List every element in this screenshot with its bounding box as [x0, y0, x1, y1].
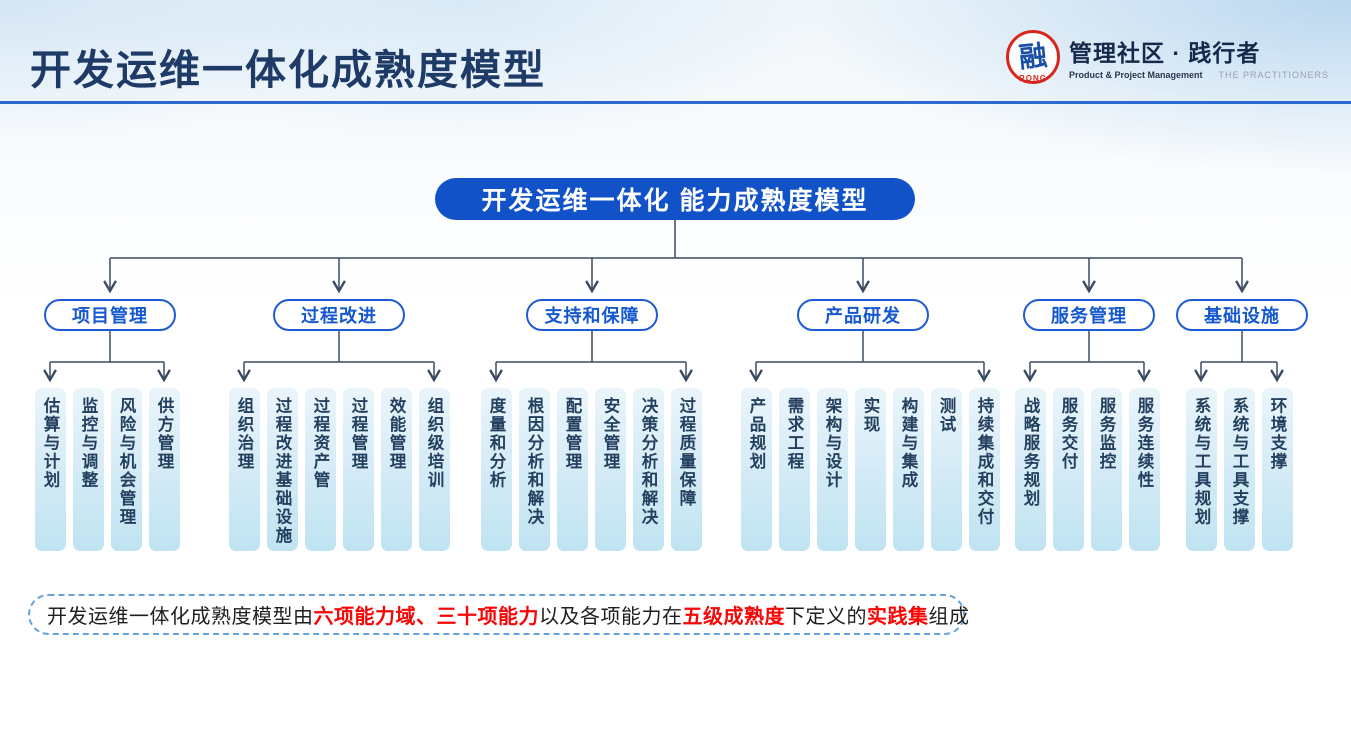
capability-box: 安全管理	[594, 388, 626, 551]
capability-box: 测试	[930, 388, 962, 551]
capability-label: 过程资产管	[311, 397, 329, 490]
capability-label: 持续集成和交付	[975, 397, 993, 527]
capability-label: 根因分析和解决	[525, 397, 543, 527]
capability-label: 组织级培训	[425, 397, 443, 490]
capability-label: 实现	[861, 397, 879, 434]
capability-label: 配置管理	[563, 397, 581, 471]
capability-label: 产品规划	[747, 397, 765, 471]
title-underline	[0, 101, 1351, 104]
brand-text: 管理社区 · 践行者 Product & Project Management …	[1069, 34, 1329, 80]
category-pill: 支持和保障	[526, 299, 658, 331]
capability-box: 环境支撑	[1261, 388, 1293, 551]
capability-label: 战略服务规划	[1021, 397, 1039, 508]
capability-label: 度量和分析	[487, 397, 505, 490]
capability-box: 构建与集成	[892, 388, 924, 551]
page-title: 开发运维一体化成熟度模型	[30, 47, 546, 93]
capability-box: 实现	[854, 388, 886, 551]
capability-label: 过程质量保障	[677, 397, 695, 508]
capability-label: 测试	[937, 397, 955, 434]
footer-highlight: 实践集	[867, 606, 929, 628]
footer-highlight: 六项能力域	[313, 606, 416, 628]
logo-symbol: 融	[1017, 39, 1049, 74]
capability-label: 安全管理	[601, 397, 619, 471]
footer-highlight: 、	[416, 606, 437, 628]
capability-box: 配置管理	[556, 388, 588, 551]
capability-box: 产品规划	[740, 388, 772, 551]
brand-subtitles: Product & Project Management THE PRACTIT…	[1069, 70, 1329, 80]
brand-subtitle-cn-dept: Product & Project Management	[1068, 70, 1203, 80]
root-node-label: 开发运维一体化 能力成熟度模型	[481, 187, 869, 215]
capability-label: 风险与机会管理	[117, 397, 135, 527]
capability-box: 供方管理	[148, 388, 180, 551]
capability-box: 监控与调整	[72, 388, 104, 551]
capability-box: 估算与计划	[34, 388, 66, 551]
capability-box: 组织治理	[228, 388, 260, 551]
capability-box: 过程管理	[342, 388, 374, 551]
category-pill: 项目管理	[44, 299, 176, 331]
capability-box: 系统与工具规划	[1185, 388, 1217, 551]
capability-label: 构建与集成	[899, 397, 917, 490]
capability-box: 根因分析和解决	[518, 388, 550, 551]
capability-box: 系统与工具支撑	[1223, 388, 1255, 551]
capability-box: 度量和分析	[480, 388, 512, 551]
capability-box: 过程改进基础设施	[266, 388, 298, 551]
capability-label: 过程管理	[349, 397, 367, 471]
capability-box: 战略服务规划	[1014, 388, 1046, 551]
capability-box: 组织级培训	[418, 388, 450, 551]
capability-box: 过程资产管	[304, 388, 336, 551]
capability-box: 需求工程	[778, 388, 810, 551]
root-node: 开发运维一体化 能力成熟度模型	[435, 178, 915, 220]
capability-box: 风险与机会管理	[110, 388, 142, 551]
footer-highlight: 三十项能力	[436, 606, 539, 628]
capability-label: 估算与计划	[41, 397, 59, 490]
footer-plain-text: 开发运维一体化成熟度模型由	[47, 606, 314, 628]
capability-label: 服务监控	[1097, 397, 1115, 471]
logo-caption: RONG	[1018, 74, 1047, 83]
footer-note: 开发运维一体化成熟度模型由六项能力域、三十项能力以及各项能力在五级成熟度下定义的…	[28, 594, 969, 635]
footer-highlight: 五级成熟度	[682, 606, 785, 628]
capability-box: 服务监控	[1090, 388, 1122, 551]
category-pill: 产品研发	[797, 299, 929, 331]
capability-box: 服务连续性	[1128, 388, 1160, 551]
footer-plain-text: 下定义的	[785, 606, 867, 628]
footer-plain-text: 组成	[928, 606, 970, 628]
capability-label: 服务连续性	[1135, 397, 1153, 490]
category-pill: 服务管理	[1023, 299, 1155, 331]
capability-label: 决策分析和解决	[639, 397, 657, 527]
footer-note-text: 开发运维一体化成熟度模型由六项能力域、三十项能力以及各项能力在五级成熟度下定义的…	[47, 600, 970, 629]
capability-label: 服务交付	[1059, 397, 1077, 471]
capability-box: 服务交付	[1052, 388, 1084, 551]
rong-logo-icon: 融 RONG	[1005, 30, 1060, 84]
capability-label: 架构与设计	[823, 397, 841, 490]
capability-label: 系统与工具规划	[1192, 397, 1210, 527]
capability-box: 持续集成和交付	[968, 388, 1000, 551]
capability-box: 决策分析和解决	[632, 388, 664, 551]
category-pill: 过程改进	[273, 299, 405, 331]
capability-label: 监控与调整	[79, 397, 97, 490]
capability-box: 架构与设计	[816, 388, 848, 551]
capability-box: 过程质量保障	[670, 388, 702, 551]
brand-subtitle-en: THE PRACTITIONERS	[1218, 70, 1329, 80]
category-pill: 基础设施	[1176, 299, 1308, 331]
capability-label: 环境支撑	[1268, 397, 1286, 471]
capability-label: 效能管理	[387, 397, 405, 471]
capability-label: 组织治理	[235, 397, 253, 471]
brand-logo: 融 RONG 管理社区 · 践行者 Product & Project Mana…	[1005, 30, 1329, 84]
capability-label: 需求工程	[785, 397, 803, 471]
brand-name: 管理社区 · 践行者	[1068, 40, 1261, 66]
capability-label: 系统与工具支撑	[1230, 397, 1248, 527]
capability-label: 过程改进基础设施	[273, 397, 291, 545]
capability-label: 供方管理	[155, 397, 173, 471]
capability-box: 效能管理	[380, 388, 412, 551]
footer-plain-text: 以及各项能力在	[539, 606, 683, 628]
